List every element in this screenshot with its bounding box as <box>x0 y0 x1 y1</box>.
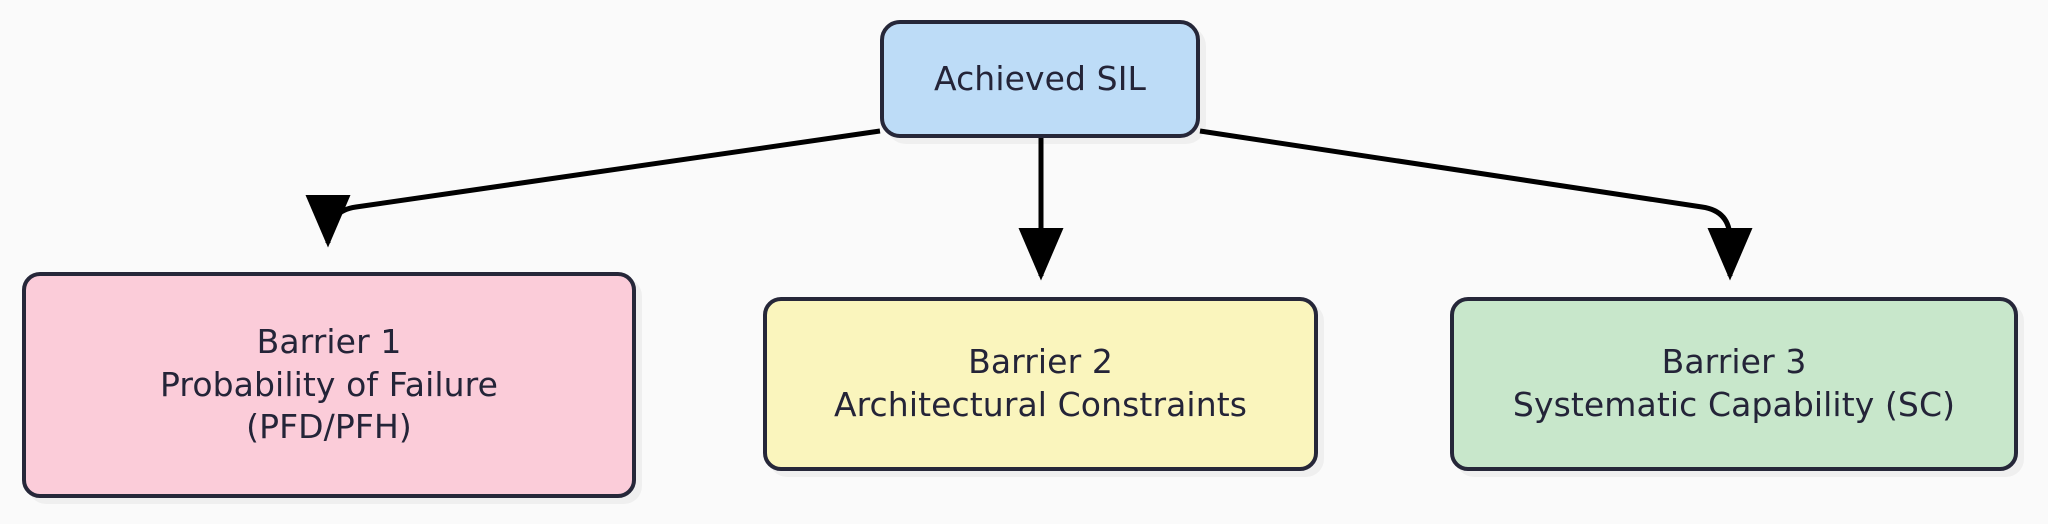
node-barrier-1-line-3: (PFD/PFH) <box>246 407 412 447</box>
node-barrier-2-line-1: Barrier 2 <box>968 342 1113 382</box>
node-barrier-2-line-2: Architectural Constraints <box>833 385 1248 424</box>
edge-root-to-barrier1 <box>305 128 881 248</box>
node-barrier-1-line-1: Barrier 1 <box>256 321 402 361</box>
node-barrier-3-line-2: Systematic Capability (SC) <box>1512 385 1956 424</box>
node-achieved-sil[interactable]: Achieved SIL <box>880 20 1200 138</box>
node-barrier-1-line-2: Probability of Failure <box>159 364 498 404</box>
node-barrier-1[interactable]: Barrier 1 Probability of Failure (PFD/PF… <box>22 272 636 498</box>
edge-root-to-barrier3 <box>1199 128 1753 281</box>
node-achieved-sil-line-1: Achieved SIL <box>933 58 1147 98</box>
node-barrier-3-line-1: Barrier 3 <box>1661 342 1807 382</box>
node-barrier-3[interactable]: Barrier 3 Systematic Capability (SC) <box>1450 297 2018 471</box>
node-barrier-2[interactable]: Barrier 2 Architectural Constraints <box>763 297 1318 471</box>
